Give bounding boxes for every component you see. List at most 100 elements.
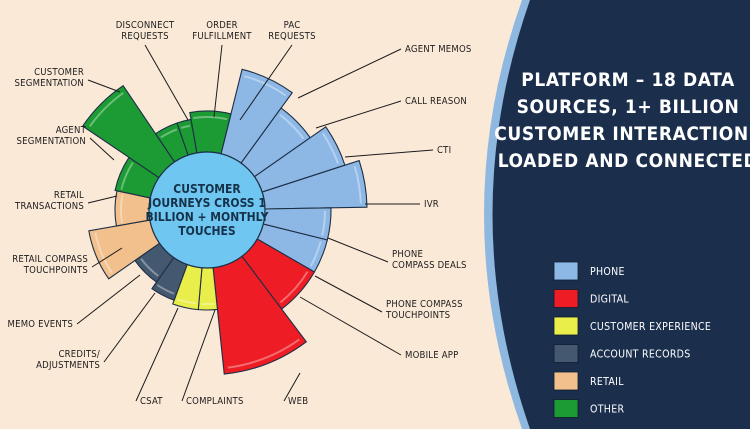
legend-label-digital: DIGITAL xyxy=(590,294,629,306)
legend-swatch-other xyxy=(553,399,579,418)
label-line: MEMO EVENTS xyxy=(8,319,73,330)
leader-complaints xyxy=(181,309,216,402)
center-line: JOURNEYS CROSS 1 xyxy=(147,196,266,210)
leader-phone-compass-touchpoints xyxy=(314,275,383,313)
petal-highlight xyxy=(156,284,175,295)
petal-highlight xyxy=(279,114,305,140)
label-complaints: COMPLAINTS xyxy=(186,396,244,407)
petal-highlight xyxy=(243,75,287,97)
petal-highlight xyxy=(176,298,197,305)
leader-phone-compass-deals xyxy=(327,237,389,263)
legend-label-retail: RETAIL xyxy=(590,376,624,388)
label-ivr: IVR xyxy=(424,199,439,210)
label-line: TOUCHPOINTS xyxy=(23,265,88,276)
leader-web xyxy=(283,372,301,402)
leader-credits-adjustments xyxy=(103,292,156,363)
label-line: MOBILE APP xyxy=(405,350,459,361)
center-line: TOUCHES xyxy=(178,224,235,238)
label-line: TRANSACTIONS xyxy=(14,201,84,212)
label-line: CUSTOMER xyxy=(34,67,84,78)
legend-label-phone: PHONE xyxy=(590,266,625,278)
title-line: PLATFORM – 18 DATA xyxy=(521,69,735,91)
leader-retail-compass-touchpoints xyxy=(91,247,123,268)
label-line: AGENT xyxy=(56,125,87,136)
leader-customer-segmentation xyxy=(87,79,121,93)
label-line: PHONE xyxy=(392,249,423,260)
petal-highlight xyxy=(322,132,339,164)
label-line: ADJUSTMENTS xyxy=(36,360,100,371)
label-call-reason: CALL REASON xyxy=(405,96,467,107)
title-line: SOURCES, 1+ BILLION xyxy=(517,96,740,118)
petal-highlight xyxy=(279,271,309,304)
label-line: TOUCHPOINTS xyxy=(385,310,450,321)
leader-pac-requests xyxy=(239,44,293,121)
petal-highlight xyxy=(193,116,228,121)
leader-lines xyxy=(76,44,434,402)
title-panel xyxy=(492,0,750,429)
label-line: FULFILLMENT xyxy=(192,31,252,42)
label-line: COMPASS DEALS xyxy=(392,260,467,271)
legend-swatch-phone xyxy=(553,261,579,281)
center-hub xyxy=(148,151,266,269)
leader-order-fulfillment xyxy=(213,44,223,118)
petal-highlight xyxy=(180,124,191,129)
petal-highlight xyxy=(88,91,124,127)
title-line: LOADED AND CONNECTED xyxy=(498,150,750,172)
legend-swatch-account-records xyxy=(553,344,579,363)
label-line: COMPLAINTS xyxy=(186,396,244,407)
petal-highlight xyxy=(321,211,326,236)
label-agent-memos: AGENT MEMOS xyxy=(405,44,472,55)
leader-agent-memos xyxy=(297,48,402,99)
label-line: RETAIL COMPASS xyxy=(12,254,88,265)
leader-memo-events xyxy=(76,274,141,325)
label-line: REQUESTS xyxy=(121,31,168,42)
petal-highlight xyxy=(120,162,134,190)
petal-highlight xyxy=(227,338,300,369)
label-line: PHONE COMPASS xyxy=(386,299,463,310)
label-line: CREDITS/ xyxy=(58,349,100,360)
center-line: BILLION + MONTHLY xyxy=(146,210,269,224)
label-line: ORDER xyxy=(206,20,238,31)
label-line: CALL REASON xyxy=(405,96,467,107)
label-web: WEB xyxy=(288,396,308,407)
label-line: PAC xyxy=(284,20,301,31)
petal-highlight xyxy=(309,241,322,267)
title-line: CUSTOMER INTERACTIONS xyxy=(494,123,750,145)
petal-highlight xyxy=(160,128,178,139)
label-mobile-app: MOBILE APP xyxy=(405,350,459,361)
label-memo-events: MEMO EVENTS xyxy=(8,319,73,330)
label-credits-adjustments: CREDITS/ADJUSTMENTS xyxy=(36,349,100,371)
leader-agent-segmentation xyxy=(89,137,115,161)
label-line: AGENT MEMOS xyxy=(405,44,472,55)
leader-call-reason xyxy=(315,100,402,129)
leader-cti xyxy=(344,149,434,158)
label-line: DISCONNECT xyxy=(116,20,175,31)
label-line: CSAT xyxy=(140,396,163,407)
label-line: SEGMENTATION xyxy=(15,78,84,89)
legend-swatch-customer-experience xyxy=(553,316,579,336)
legend-swatch-digital xyxy=(553,289,579,308)
label-line: REQUESTS xyxy=(268,31,315,42)
petal-highlight xyxy=(140,258,159,277)
leader-retail-transactions xyxy=(87,195,118,204)
panel-title: PLATFORM – 18 DATA SOURCES, 1+ BILLION CUS… xyxy=(494,69,750,172)
leader-csat xyxy=(135,307,179,402)
label-cti: CTI xyxy=(437,145,451,156)
label-line: IVR xyxy=(424,199,439,210)
legend-label-account-records: ACCOUNT RECORDS xyxy=(590,349,691,361)
petal-highlight xyxy=(94,232,113,274)
label-csat: CSAT xyxy=(140,396,163,407)
label-line: WEB xyxy=(288,396,308,407)
